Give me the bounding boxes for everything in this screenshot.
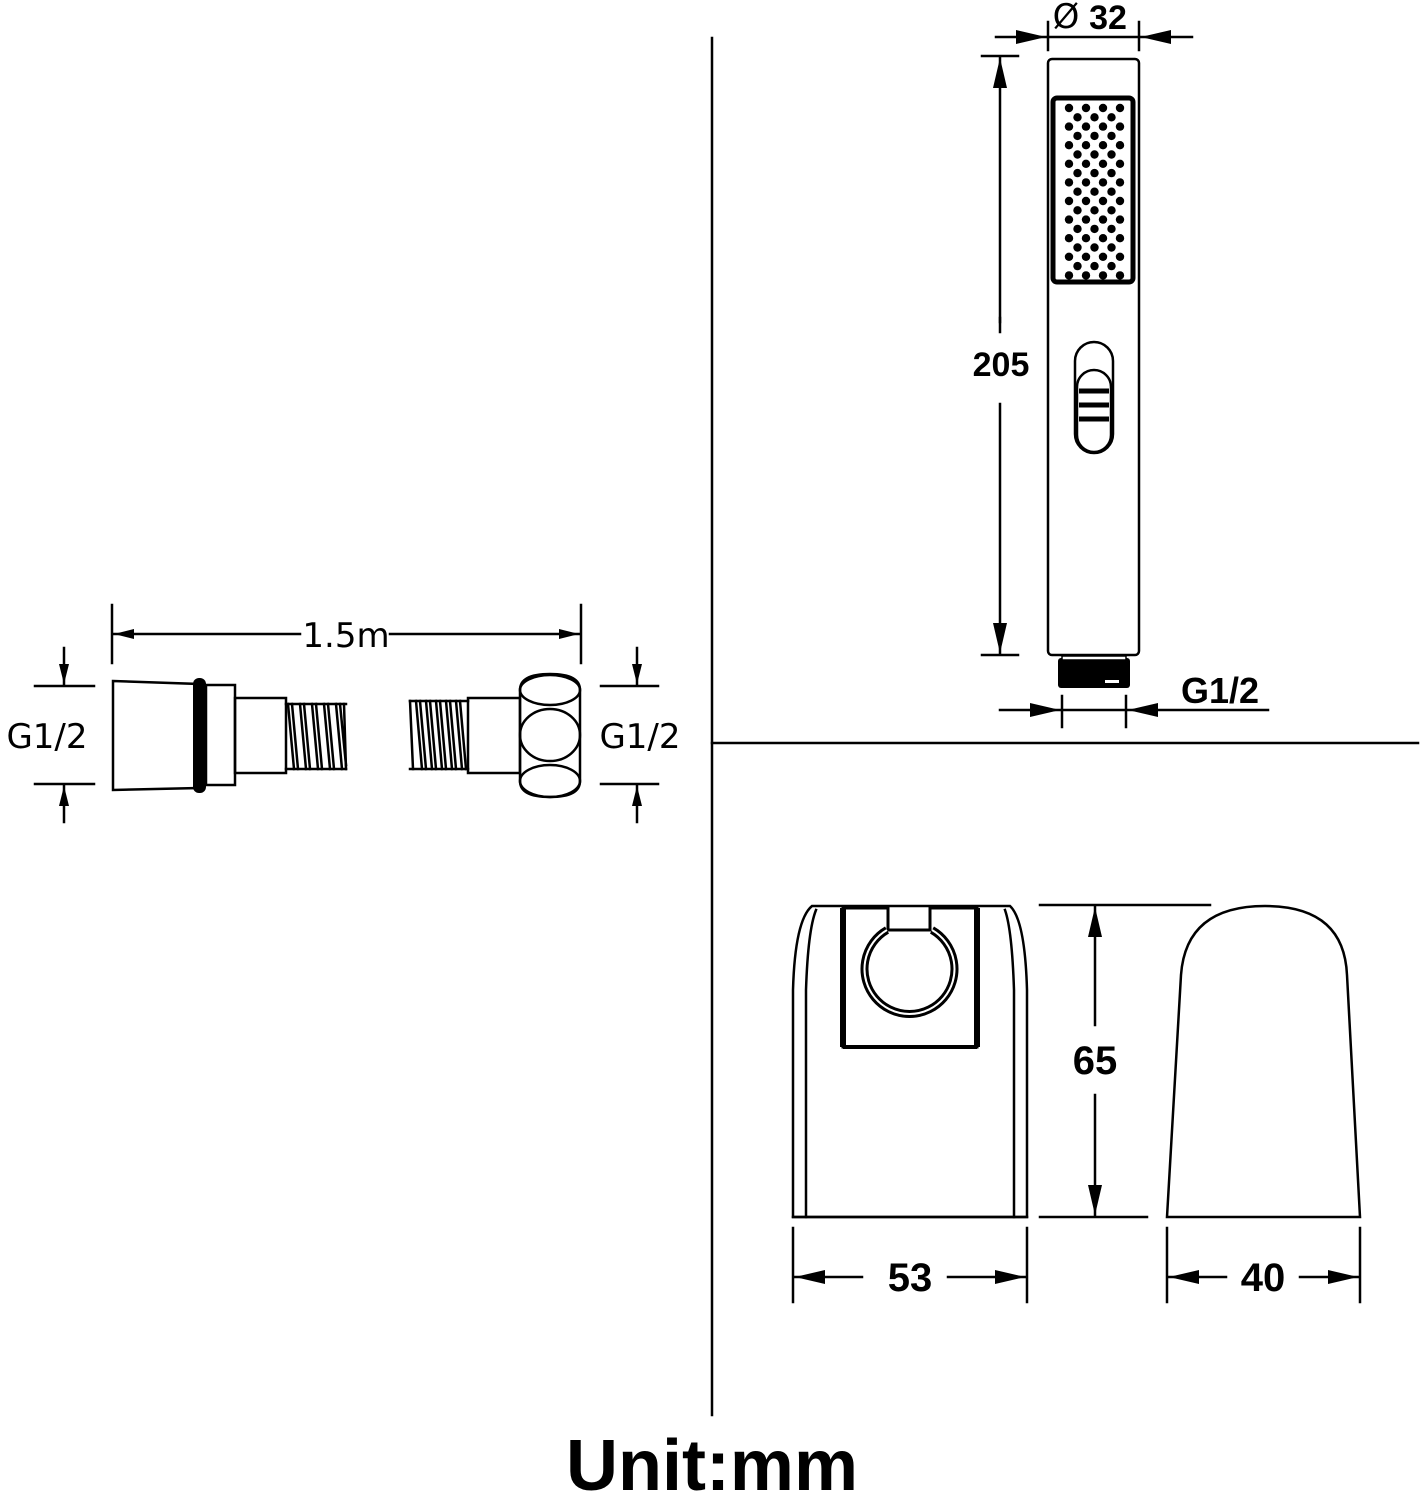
hand-shower-drawing: Ø 32 205 G1: [973, 0, 1270, 729]
left-nut-body: [111, 679, 201, 792]
diameter-symbol: Ø: [1053, 0, 1080, 37]
left-hose-threads: [284, 702, 348, 771]
hose-drawing: 1.5m G1/2: [6, 603, 681, 824]
diameter-value: 32: [1089, 0, 1127, 37]
spray-nozzles: [1064, 103, 1125, 280]
holder-front-view: [791, 904, 1029, 1219]
left-nut-oring: [193, 678, 206, 793]
length-label: 205: [973, 346, 1030, 384]
shower-thread-connector: [1058, 658, 1130, 688]
holder-height-label: 65: [1073, 1039, 1118, 1083]
left-nut-collar: [204, 683, 237, 787]
holder-side-view: [1165, 904, 1362, 1219]
front-width-label: 53: [888, 1256, 933, 1300]
shower-body: [1046, 57, 1141, 657]
section-dividers: [710, 36, 1420, 1417]
side-width-label: 40: [1241, 1256, 1286, 1300]
holder-drawing: 65 53 40: [791, 903, 1362, 1304]
hose-length-label: 1.5m: [302, 616, 389, 656]
shower-thread-label: G1/2: [1181, 670, 1259, 711]
left-thread-label: G1/2: [6, 717, 87, 757]
thread-highlight: [1105, 680, 1119, 683]
unit-label: Unit:mm: [566, 1426, 858, 1500]
right-ferrule: [466, 696, 522, 775]
thread-collar: [1061, 655, 1127, 661]
left-ferrule: [233, 696, 288, 775]
right-hose-threads: [408, 699, 470, 771]
right-thread-label: G1/2: [599, 717, 680, 757]
mode-switch: [1073, 340, 1115, 455]
right-hex-nut: [518, 672, 582, 799]
